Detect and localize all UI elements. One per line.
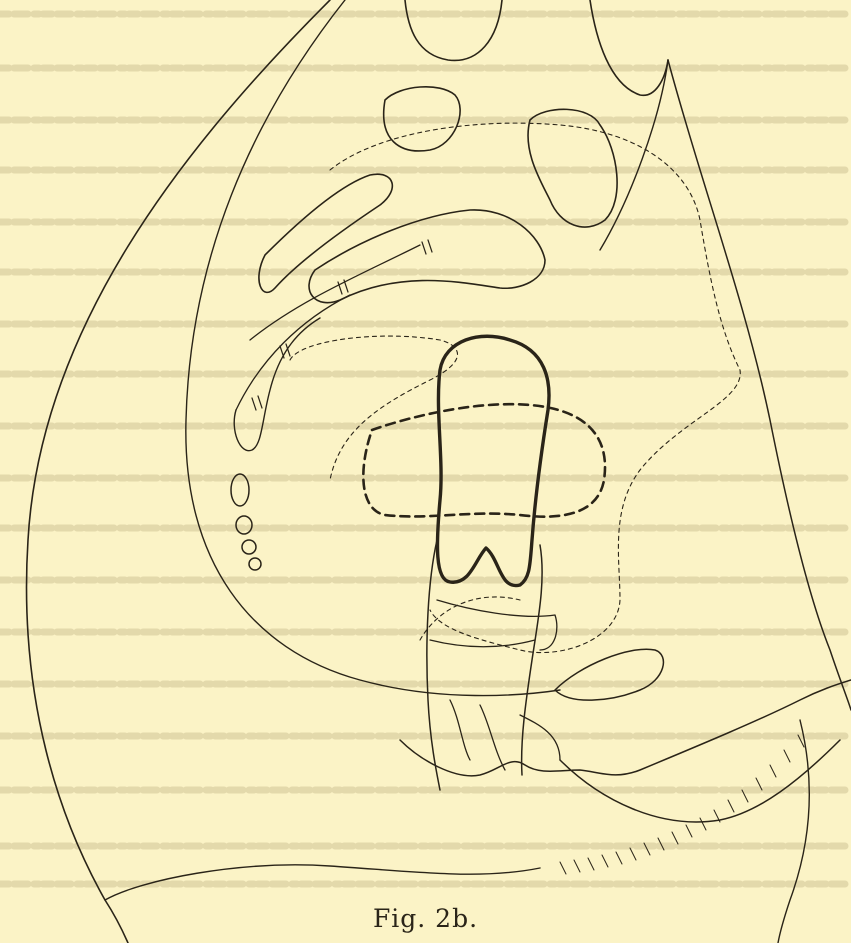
pelvic-floor-dotted (420, 597, 520, 640)
spine-anterior-line (600, 60, 668, 250)
thigh-contour (105, 865, 540, 900)
vaginal-inner-line (430, 640, 535, 647)
peritoneum-dotted-outline (330, 123, 740, 652)
vaginal-inner-fold (437, 600, 557, 650)
coccyx-vertebrae (231, 474, 261, 570)
rectum-dotted-outline (290, 336, 458, 480)
abdominal-wall-right (668, 60, 851, 710)
figure-caption: Fig. 2b. (0, 904, 851, 933)
sacrum-inner-line (236, 295, 350, 410)
caption-text: Fig. 2b. (373, 904, 478, 933)
bladder-dashed-outline (363, 404, 605, 516)
sacral-segment-2 (528, 109, 617, 227)
sacrum-tail (234, 318, 320, 451)
anal-region (555, 649, 663, 700)
vertebra-upper (405, 0, 502, 60)
sacral-segment-1 (384, 87, 460, 151)
sacral-segment-3 (259, 174, 392, 292)
sacral-back-contour (186, 0, 560, 696)
vagina-outline (427, 540, 440, 790)
sacral-segment-4 (309, 210, 545, 303)
gluteal-fold (560, 740, 840, 822)
vertebra-upper-right (590, 0, 668, 95)
outer-body-contour (27, 0, 330, 943)
perineal-hatching (560, 735, 804, 874)
uterus-bold-outline (437, 336, 549, 585)
sacrum-canal-line (250, 245, 420, 340)
hash-marks (252, 240, 432, 410)
labial-folds (450, 700, 560, 770)
